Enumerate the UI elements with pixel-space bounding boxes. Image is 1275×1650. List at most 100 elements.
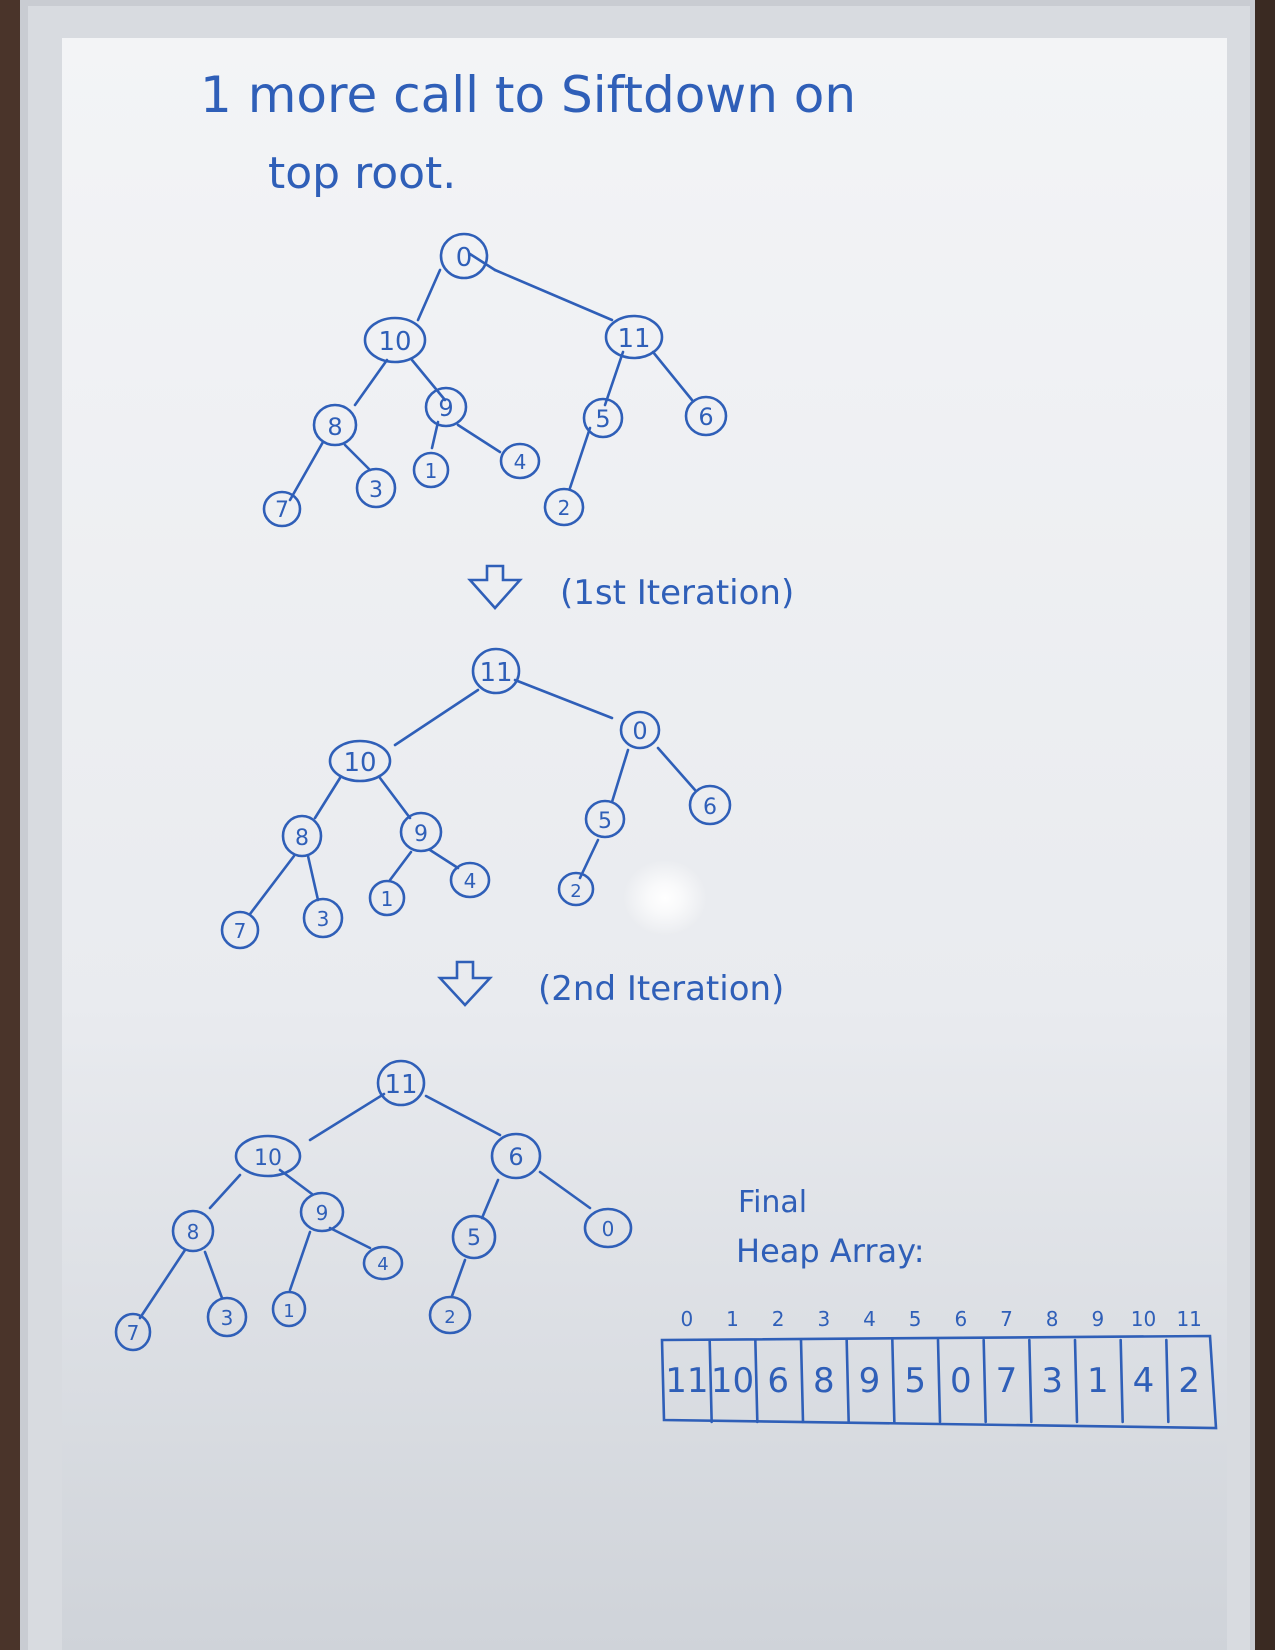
tree2-node: 5 [584, 799, 626, 839]
tree3-node: 0 [583, 1207, 633, 1249]
svg-text:4: 4 [377, 1254, 388, 1275]
tree2-node: 10 [328, 739, 392, 783]
caption-second-iteration: (2nd Iteration) [538, 969, 784, 1009]
svg-text:7: 7 [275, 498, 289, 523]
tree-first-iteration: 11 10 0 8 9 5 6 7 3 1 4 2 [220, 647, 732, 950]
down-arrow-icon [467, 564, 523, 610]
svg-text:0: 0 [456, 243, 473, 273]
tree1-node: 2 [543, 487, 585, 527]
svg-text:3: 3 [317, 907, 330, 931]
tree1-node: 9 [424, 386, 468, 428]
array-index: 0 [680, 1307, 693, 1331]
svg-text:3: 3 [369, 478, 383, 503]
tree1-node: 1 [412, 451, 450, 489]
array-index: 7 [1000, 1307, 1013, 1331]
tree2-node: 6 [688, 784, 732, 826]
down-arrow-icon [437, 960, 493, 1007]
svg-text:8: 8 [327, 413, 342, 441]
svg-text:0: 0 [632, 717, 647, 745]
array-cell-value: 5 [904, 1361, 926, 1401]
tree2-node: 11 [471, 647, 521, 695]
caption-first-iteration: (1st Iteration) [560, 573, 794, 613]
svg-text:5: 5 [467, 1226, 481, 1251]
array-cell-value: 9 [859, 1361, 881, 1401]
tree2-node: 4 [449, 861, 491, 899]
tree3-node: 6 [490, 1132, 542, 1180]
array-index: 11 [1176, 1307, 1201, 1331]
tree1-node: 10 [363, 316, 427, 364]
svg-text:10: 10 [254, 1146, 282, 1171]
svg-text:5: 5 [598, 809, 612, 834]
svg-text:6: 6 [698, 403, 713, 431]
array-cell-value: 7 [996, 1361, 1018, 1401]
svg-text:7: 7 [127, 1321, 140, 1345]
tree1-node: 11 [604, 314, 664, 360]
tree-second-iteration: 11 10 6 8 9 5 0 7 3 1 4 2 [114, 1059, 633, 1352]
array-index: 5 [909, 1307, 922, 1331]
array-cell-value: 2 [1178, 1361, 1200, 1401]
final-array-label-line-1: Final [738, 1185, 807, 1220]
tree1-node: 5 [582, 397, 624, 439]
svg-text:0: 0 [602, 1217, 615, 1241]
array-index: 2 [772, 1307, 785, 1331]
array-cell-value: 0 [950, 1361, 972, 1401]
final-array-label-line-2: Heap Array: [736, 1232, 924, 1270]
array-index: 10 [1131, 1307, 1156, 1331]
svg-text:1: 1 [283, 1301, 294, 1322]
tree2-node: 7 [220, 910, 260, 950]
tree3-node: 1 [271, 1290, 307, 1328]
array-cell-value: 4 [1133, 1361, 1155, 1401]
svg-text:4: 4 [514, 450, 527, 474]
svg-text:11: 11 [384, 1070, 417, 1100]
tree3-node: 2 [428, 1295, 472, 1335]
tree2-node: 0 [619, 710, 661, 750]
heading-line-2: top root. [268, 148, 456, 199]
svg-text:11: 11 [617, 324, 650, 354]
tree2-node: 1 [368, 879, 406, 917]
array-cell-value: 6 [767, 1361, 789, 1401]
svg-text:10: 10 [343, 748, 376, 778]
array-index: 4 [863, 1307, 876, 1331]
array-cell-value: 3 [1041, 1361, 1063, 1401]
svg-text:11: 11 [479, 658, 512, 688]
array-index: 6 [954, 1307, 967, 1331]
svg-text:8: 8 [187, 1220, 200, 1244]
svg-text:7: 7 [234, 919, 247, 943]
svg-text:2: 2 [558, 496, 571, 520]
tree2-node: 8 [281, 814, 323, 858]
array-index: 1 [726, 1307, 739, 1331]
array-cell-value: 1 [1087, 1361, 1109, 1401]
svg-text:1: 1 [425, 459, 438, 483]
tree-initial: 0 10 11 8 9 5 6 7 3 1 4 2 [262, 232, 728, 528]
tree3-node: 9 [299, 1191, 345, 1233]
tree3-node: 4 [362, 1245, 404, 1281]
array-index: 8 [1046, 1307, 1059, 1331]
svg-text:1: 1 [381, 887, 394, 911]
tree2-node: 3 [302, 897, 344, 939]
tree3-node: 5 [451, 1214, 497, 1260]
tree1-node: 3 [355, 467, 397, 509]
tree1-node: 6 [684, 395, 728, 437]
tree3-node: 11 [376, 1059, 426, 1107]
svg-text:9: 9 [438, 394, 453, 422]
svg-text:6: 6 [508, 1143, 523, 1171]
tree1-node: 4 [499, 442, 541, 480]
svg-text:9: 9 [414, 822, 428, 847]
svg-text:6: 6 [703, 795, 717, 820]
svg-text:2: 2 [444, 1307, 455, 1328]
heading-line-1: 1 more call to Siftdown on [200, 66, 856, 124]
tree2-node: 9 [399, 811, 443, 853]
array-cell-value: 10 [711, 1361, 754, 1401]
tree3-node: 7 [114, 1312, 152, 1352]
tree3-node: 8 [171, 1209, 215, 1253]
svg-text:2: 2 [570, 881, 581, 902]
light-glare [623, 860, 707, 936]
array-index: 9 [1091, 1307, 1104, 1331]
svg-text:9: 9 [316, 1201, 329, 1225]
svg-text:4: 4 [464, 869, 477, 893]
svg-text:3: 3 [221, 1306, 234, 1330]
tree1-node: 8 [312, 403, 358, 447]
svg-text:5: 5 [595, 405, 610, 433]
